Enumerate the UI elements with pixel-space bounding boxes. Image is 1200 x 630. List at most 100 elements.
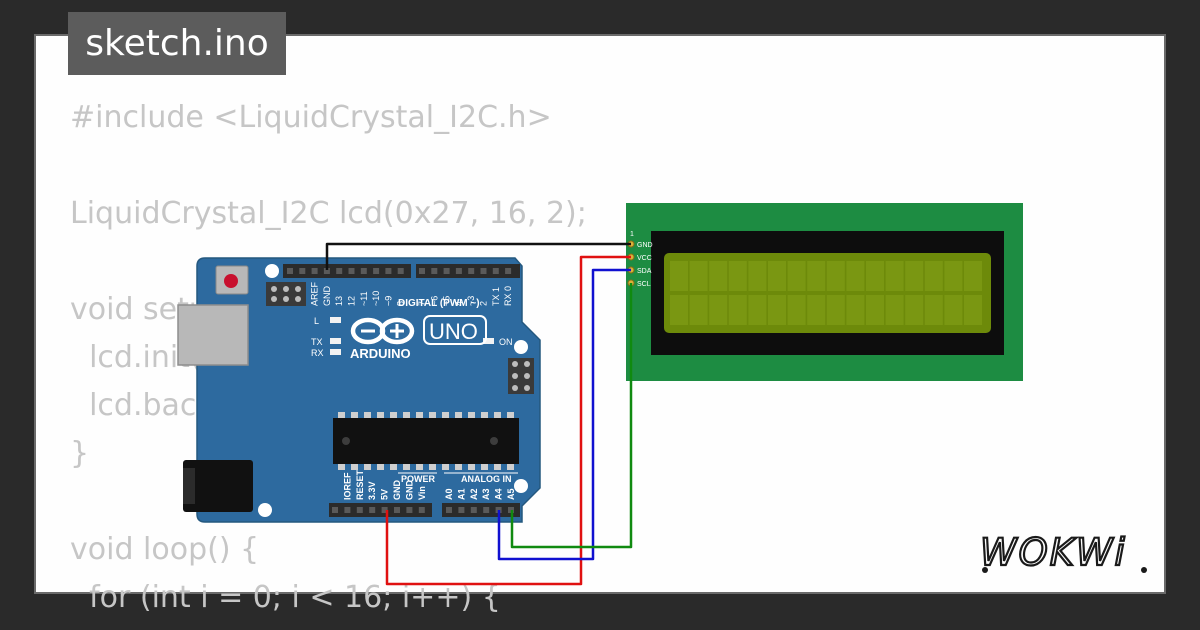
header-socket[interactable] xyxy=(360,268,367,274)
lcd-character-cell xyxy=(748,295,767,325)
header-socket[interactable] xyxy=(483,507,490,513)
header-socket[interactable] xyxy=(458,507,465,513)
lcd-character-cell xyxy=(924,295,943,325)
chip-pin xyxy=(351,412,358,418)
power-pin-label: GND xyxy=(404,480,414,501)
header-socket[interactable] xyxy=(344,507,351,513)
analog-pin-label: A1 xyxy=(456,488,466,500)
header-socket[interactable] xyxy=(394,507,400,513)
lcd-character-cell xyxy=(826,295,845,325)
led-on-label: ON xyxy=(499,337,513,347)
header-socket[interactable] xyxy=(418,507,425,513)
header-socket[interactable] xyxy=(287,268,293,274)
digital-pin-header xyxy=(283,264,520,278)
header-socket[interactable] xyxy=(480,268,487,274)
code-line: } xyxy=(70,436,90,471)
wokwi-logo-text: WOKWi xyxy=(980,531,1127,574)
uno-model-text: UNO xyxy=(429,319,478,344)
wire-vcc[interactable] xyxy=(385,255,631,586)
reset-button[interactable] xyxy=(215,265,249,295)
chip-pin xyxy=(377,412,384,418)
header-socket[interactable] xyxy=(299,268,306,274)
power-pin-header xyxy=(329,503,432,517)
lcd-character-cell xyxy=(787,295,806,325)
lcd-pin-label: SCL xyxy=(637,281,651,288)
analog-header-block xyxy=(442,503,520,517)
header-socket[interactable] xyxy=(381,507,388,513)
header-socket[interactable] xyxy=(336,268,343,274)
led-l-label: L xyxy=(314,316,319,326)
header-socket[interactable] xyxy=(455,268,462,274)
chip-pin xyxy=(364,464,371,470)
header-socket[interactable] xyxy=(385,268,392,274)
digital-pin-label: ~10 xyxy=(371,291,381,306)
icsp-header-right xyxy=(508,358,534,394)
header-socket[interactable] xyxy=(419,268,425,274)
code-line: LiquidCrystal_I2C lcd(0x27, 16, 2); xyxy=(70,196,587,231)
chip-pin xyxy=(390,464,397,470)
header-socket[interactable] xyxy=(492,268,499,274)
header-socket[interactable] xyxy=(406,507,413,513)
mounting-hole xyxy=(265,264,279,278)
chip-pin xyxy=(468,464,475,470)
lcd-character-cell xyxy=(846,295,865,325)
digital-pin-label: 12 xyxy=(347,296,357,306)
chip-pin xyxy=(403,412,410,418)
chip-pin xyxy=(377,464,384,470)
header-socket[interactable] xyxy=(397,268,404,274)
header-socket[interactable] xyxy=(369,507,376,513)
digital-pin-label: 8 xyxy=(396,301,406,306)
header-socket[interactable] xyxy=(356,507,363,513)
header-socket[interactable] xyxy=(446,507,452,513)
power-pin-label: Vin xyxy=(417,486,427,500)
chip-pin xyxy=(468,412,475,418)
led-tx xyxy=(330,338,341,344)
digital-pin-label: ~11 xyxy=(359,291,369,306)
digital-pin-label: TX 1 xyxy=(491,287,501,306)
chip-pin xyxy=(481,412,488,418)
header-socket[interactable] xyxy=(470,507,477,513)
wokwi-logo[interactable]: WOKWi xyxy=(978,528,1150,576)
header-socket[interactable] xyxy=(323,268,330,274)
led-tx-label: TX xyxy=(311,337,323,347)
chip-pin xyxy=(390,412,397,418)
header-socket[interactable] xyxy=(505,268,512,274)
code-listing: #include <LiquidCrystal_I2C.h>LiquidCrys… xyxy=(70,94,587,622)
wire-scl[interactable] xyxy=(510,283,633,549)
usb-connector xyxy=(177,304,249,366)
lcd-pin-label: GND xyxy=(637,242,653,249)
lcd-pin-label: SDA xyxy=(637,268,652,275)
header-socket[interactable] xyxy=(468,268,475,274)
power-pin-label: RESET xyxy=(355,469,365,500)
chip-pin xyxy=(416,464,423,470)
chip-pin xyxy=(455,464,462,470)
power-pin-label: IOREF xyxy=(342,472,352,500)
logo-dot xyxy=(982,567,988,573)
dc-power-jack xyxy=(183,460,253,512)
lcd-character-cell xyxy=(846,261,865,291)
header-socket[interactable] xyxy=(373,268,380,274)
lcd-character-cell xyxy=(748,261,767,291)
chip-pin xyxy=(416,412,423,418)
header-socket[interactable] xyxy=(311,268,318,274)
file-name-tab[interactable]: sketch.ino xyxy=(68,12,286,75)
arduino-logo: ARDUINO xyxy=(350,317,415,361)
header-socket[interactable] xyxy=(348,268,355,274)
header-socket[interactable] xyxy=(332,507,338,513)
header-socket[interactable] xyxy=(431,268,438,274)
lcd-character-cell xyxy=(787,261,806,291)
lcd-character-cell xyxy=(905,261,924,291)
chip-pin xyxy=(442,464,449,470)
mounting-hole xyxy=(258,503,272,517)
wire-sda[interactable] xyxy=(497,268,631,561)
wire-gnd[interactable] xyxy=(325,242,631,270)
header-socket[interactable] xyxy=(443,268,450,274)
digital-header-label: DIGITAL (PWM ~) xyxy=(398,298,480,309)
digital-pin-label: ~3 xyxy=(466,296,476,306)
